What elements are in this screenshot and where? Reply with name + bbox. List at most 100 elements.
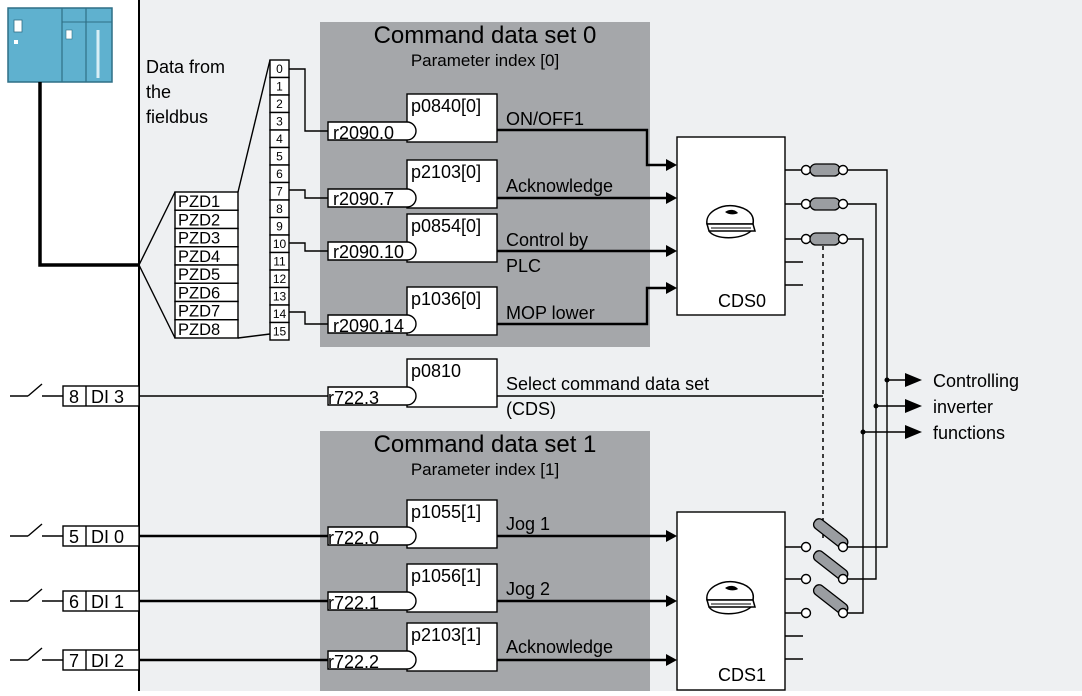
signal-label: Acknowledge [506,176,613,196]
bit-label: 14 [273,307,287,321]
di-terminal-number: 5 [69,527,79,547]
p-parameter-box [406,358,498,408]
r-parameter-label: r722.0 [328,528,379,548]
di-terminal-name: DI 3 [91,387,124,407]
bit-box [269,321,290,341]
bit-label: 10 [273,237,287,251]
r-parameter-label: r722.2 [328,652,379,672]
p-parameter-label: p2103[1] [411,625,481,645]
p-parameter-box [406,286,498,336]
r-parameter-label: r722.3 [328,388,379,408]
p-parameter-label: p1055[1] [411,502,481,522]
bit-label: 15 [273,325,287,339]
p-parameter-box [406,563,498,613]
p-parameter-label: p1056[1] [411,566,481,586]
bit-label: 12 [273,272,287,286]
p-parameter-label: p0840[0] [411,96,481,116]
bit-label: 1 [276,80,283,94]
signal-label: Control by [506,230,588,250]
signal-label: Jog 2 [506,579,550,599]
output-label-line2: inverter [933,397,993,417]
output-bus [848,169,922,614]
pzd-label: PZD6 [178,284,220,302]
cds0-contacts [800,163,849,246]
pzd-label: PZD7 [178,303,220,321]
bit-label: 7 [276,185,283,199]
bit-label: 11 [273,255,286,269]
cds0-subtitle: Parameter index [0] [411,51,559,70]
p-parameter-label: p0854[0] [411,216,481,236]
r-parameter-box [327,188,417,208]
r-parameter-box [327,650,417,670]
switch-contact-icon [800,163,849,177]
fieldbus-label-line1: Data from [146,57,225,77]
p-parameter-box [406,159,498,209]
cds1-row-0: 5 DI 0 p1055[1] r722.0 Jog 1 [10,499,677,549]
pzd-label: PZD3 [178,230,220,248]
cds1-switch-block: CDS1 [676,511,803,691]
r-parameter-label: r2090.7 [333,189,394,209]
di-terminal-name: DI 0 [91,527,124,547]
bit-label: 2 [276,97,283,111]
cds0-row-3: p1036[0] r2090.14 MOP lower [327,286,595,336]
cds0-switch-label: CDS0 [718,291,766,311]
fieldbus-label-line2: the [146,82,171,102]
cds1-subtitle: Parameter index [1] [411,460,559,479]
bit-label: 0 [276,62,283,76]
switch-contact-symbol [27,383,43,397]
switch-contact-symbol [27,647,43,661]
di-terminal-name: DI 2 [91,651,124,671]
r-parameter-label: r722.1 [328,593,379,613]
fieldbus-cable [38,82,139,267]
switch-contact-symbol [27,588,43,602]
fieldbus-fanout [138,59,271,339]
pzd-label: PZD5 [178,266,220,284]
signal-label: ON/OFF1 [506,109,584,129]
bit-label: 5 [276,150,283,164]
cds1-contacts [800,518,849,619]
output-label-line3: functions [933,423,1005,443]
switch-contact-icon [800,550,849,585]
select-cds-label-line2: (CDS) [506,399,556,419]
output-label-line1: Controlling [933,371,1019,391]
cds0-signal-lines [497,128,677,326]
di-terminal-number: 8 [69,387,79,407]
p-parameter-box [406,213,498,263]
bit-label: 3 [276,115,283,129]
cds0-row-2: p0854[0] r2090.10 Control by PLC [327,213,588,276]
signal-label: Jog 1 [506,514,550,534]
pzd-label: PZD1 [178,193,220,211]
bit-label: 8 [276,202,283,216]
cds1-row-1: 6 DI 1 p1056[1] r722.1 Jog 2 [10,563,677,613]
p-parameter-box [406,622,498,672]
r-parameter-label: r2090.10 [333,242,404,262]
signal-label: Acknowledge [506,637,613,657]
switch-contact-symbol [27,523,43,537]
di-terminal-name: DI 1 [91,592,124,612]
p-parameter-label: p2103[0] [411,162,481,182]
fieldbus-label-line3: fieldbus [146,107,208,127]
select-cds-row: 8 DI 3 p0810 r722.3 Select command data … [10,358,823,419]
p-parameter-box [406,499,498,549]
signal-label: MOP lower [506,303,595,323]
r-parameter-box [327,591,417,611]
switch-contact-icon [800,232,849,246]
switch-contact-icon [800,584,849,619]
p-parameter-box [406,93,498,143]
pzd-box [174,319,239,339]
bit-wiring [289,68,328,325]
pzd-label: PZD4 [178,248,220,266]
r-parameter-box [327,241,417,261]
plc-controller-icon [7,7,113,83]
pzd-label: PZD2 [178,211,220,229]
bit-label: 4 [276,132,283,146]
cds0-title: Command data set 0 [374,22,597,49]
bit-label: 9 [276,220,283,234]
cds0-switch-block: CDS0 [676,136,803,316]
cds1-row-2: 7 DI 2 p2103[1] r722.2 Acknowledge [10,622,677,672]
cds1-title: Command data set 1 [374,431,597,458]
